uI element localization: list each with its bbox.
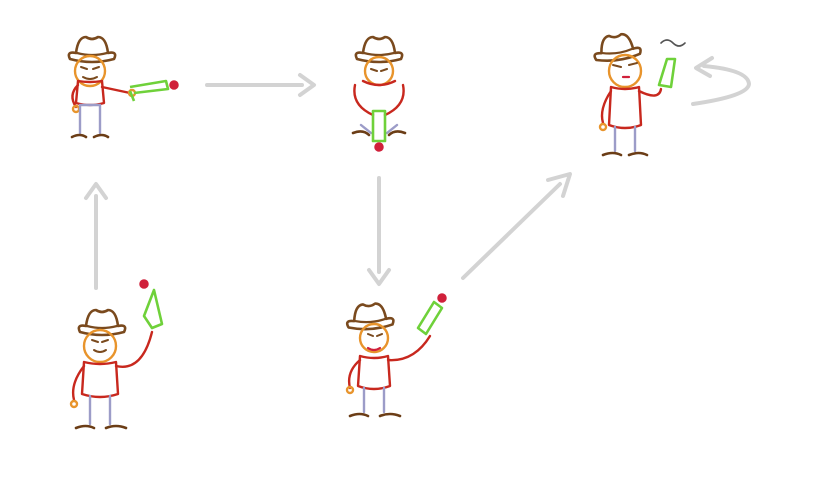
arrow-raise-to-blow-smoke <box>461 172 572 280</box>
arrow-raise-to-aim <box>84 182 108 290</box>
cowboy-blow-smoke <box>590 30 686 157</box>
transition-arrows <box>84 56 751 290</box>
arrow-point-down-to-raise <box>367 176 391 286</box>
cowboy-point-down <box>351 35 407 152</box>
cowboy-raise-up-tongue <box>344 293 447 418</box>
arrow-aim-to-point-down <box>205 73 316 97</box>
arrow-blow-smoke-self-loop <box>691 56 751 106</box>
cowboy-raise-up-start <box>69 279 164 430</box>
cowboy-aim-sideways <box>67 35 179 139</box>
